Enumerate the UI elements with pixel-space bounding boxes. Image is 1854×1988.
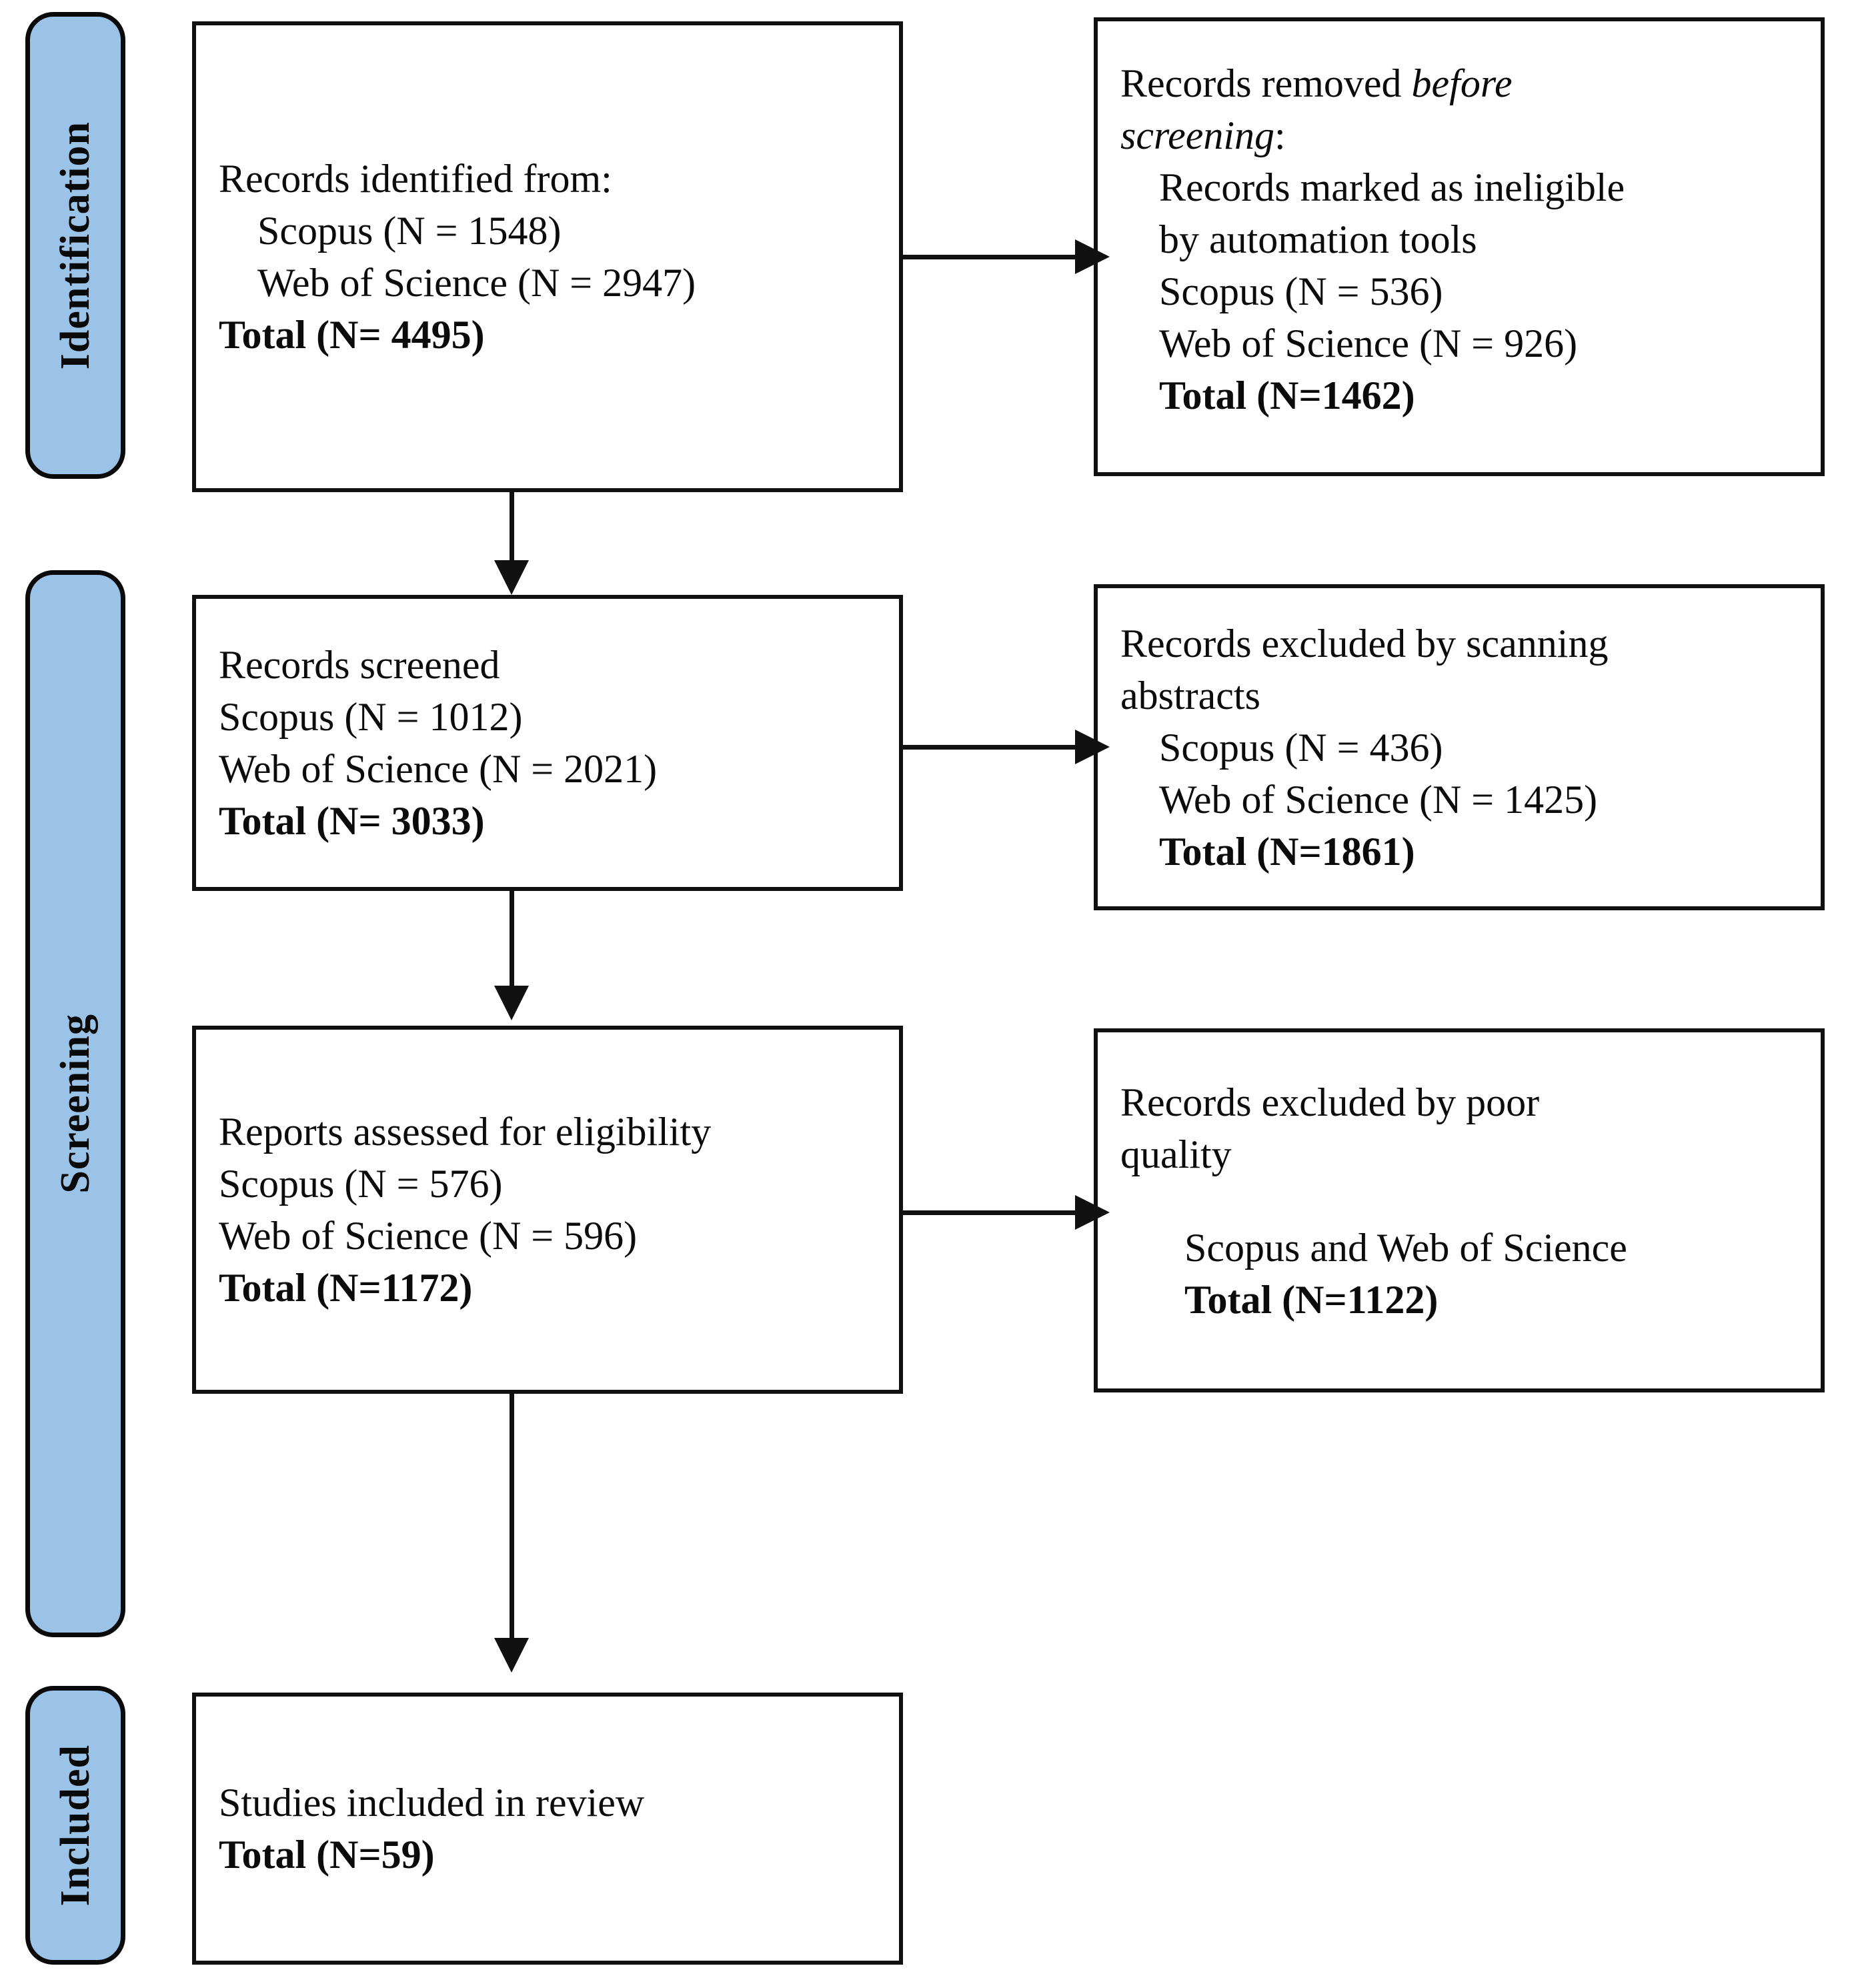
line-excluded-quality-total: Total (N=1122) xyxy=(1184,1278,1439,1322)
line-excluded-quality-heading: Records excluded by poor xyxy=(1120,1080,1540,1124)
box-reports-assessed: Reports assessed for eligibility Scopus … xyxy=(192,1026,903,1394)
arrowhead-screened-to-excluded-abstracts xyxy=(1075,730,1110,764)
box-studies-included-text: Studies included in review Total (N=59) xyxy=(219,1777,887,1881)
line-records-identified-scopus: Scopus (N = 1548) xyxy=(257,209,562,253)
line-records-removed-automation: by automation tools xyxy=(1159,217,1477,261)
box-studies-included: Studies included in review Total (N=59) xyxy=(192,1693,903,1965)
box-records-identified: Records identified from: Scopus (N = 154… xyxy=(192,21,903,492)
connector-screened-to-assessed xyxy=(510,891,514,991)
box-records-excluded-abstracts: Records excluded by scanning abstracts S… xyxy=(1094,584,1825,910)
connector-identified-to-removed xyxy=(900,255,1077,259)
line-excluded-quality-sources: Scopus and Web of Science xyxy=(1184,1226,1627,1270)
line-studies-included-heading: Studies included in review xyxy=(219,1781,645,1825)
line-excluded-quality-subheading: quality xyxy=(1120,1132,1232,1176)
box-records-screened-text: Records screened Scopus (N = 1012) Web o… xyxy=(219,639,887,847)
stage-pill-included-label: Included xyxy=(53,1744,98,1907)
line-studies-included-total: Total (N=59) xyxy=(219,1833,435,1877)
line-records-removed-scopus: Scopus (N = 536) xyxy=(1159,269,1443,313)
arrowhead-identified-to-screened xyxy=(494,560,529,595)
arrowhead-assessed-to-excluded-quality xyxy=(1075,1195,1110,1230)
line-records-screened-heading: Records screened xyxy=(219,643,500,687)
line-records-removed-heading-a-text: Records removed xyxy=(1120,61,1412,105)
line-reports-assessed-heading: Reports assessed for eligibility xyxy=(219,1110,712,1154)
line-records-removed-heading-b: screening: xyxy=(1120,109,1809,161)
box-records-identified-text: Records identified from: Scopus (N = 154… xyxy=(219,153,887,361)
connector-assessed-to-excluded-quality xyxy=(900,1210,1077,1215)
line-records-identified-wos: Web of Science (N = 2947) xyxy=(257,261,696,305)
line-excluded-abstracts-total: Total (N=1861) xyxy=(1159,829,1415,874)
box-records-excluded-quality-text: Records excluded by poor quality Scopus … xyxy=(1120,1076,1809,1326)
line-records-removed-heading-b-colon: : xyxy=(1274,113,1286,157)
line-records-removed-total: Total (N=1462) xyxy=(1159,373,1415,417)
line-reports-assessed-wos: Web of Science (N = 596) xyxy=(219,1214,638,1258)
line-records-removed-heading-a: Records removed before xyxy=(1120,57,1809,109)
box-reports-assessed-text: Reports assessed for eligibility Scopus … xyxy=(219,1106,887,1314)
line-excluded-abstracts-scopus: Scopus (N = 436) xyxy=(1159,725,1443,770)
box-records-excluded-abstracts-text: Records excluded by scanning abstracts S… xyxy=(1120,618,1809,878)
stage-pill-screening: Screening xyxy=(25,570,125,1637)
line-records-removed-wos: Web of Science (N = 926) xyxy=(1159,321,1578,365)
line-reports-assessed-total: Total (N=1172) xyxy=(219,1266,473,1310)
line-records-identified-total: Total (N= 4495) xyxy=(219,313,485,357)
line-records-removed-ineligible: Records marked as ineligible xyxy=(1159,165,1625,209)
stage-pill-identification-label: Identification xyxy=(53,121,98,370)
box-records-screened: Records screened Scopus (N = 1012) Web o… xyxy=(192,595,903,891)
arrowhead-assessed-to-included xyxy=(494,1638,529,1673)
stage-pill-screening-label: Screening xyxy=(53,1014,98,1194)
box-records-removed: Records removed before screening: Record… xyxy=(1094,17,1825,476)
line-records-removed-heading-a-italic: before xyxy=(1411,61,1513,105)
line-records-removed-heading-b-italic: screening xyxy=(1120,113,1275,157)
stage-pill-included: Included xyxy=(25,1686,125,1965)
line-reports-assessed-scopus: Scopus (N = 576) xyxy=(219,1162,503,1206)
stage-pill-identification: Identification xyxy=(25,12,125,479)
box-records-removed-text: Records removed before screening: Record… xyxy=(1120,57,1809,421)
box-records-excluded-quality: Records excluded by poor quality Scopus … xyxy=(1094,1028,1825,1392)
connector-assessed-to-included xyxy=(510,1394,514,1644)
line-records-screened-total: Total (N= 3033) xyxy=(219,799,485,843)
line-records-screened-wos: Web of Science (N = 2021) xyxy=(219,747,658,791)
line-records-screened-scopus: Scopus (N = 1012) xyxy=(219,695,523,739)
line-excluded-abstracts-heading: Records excluded by scanning xyxy=(1120,621,1609,666)
connector-screened-to-excluded-abstracts xyxy=(900,745,1077,750)
line-excluded-abstracts-wos: Web of Science (N = 1425) xyxy=(1159,777,1598,822)
connector-identified-to-screened xyxy=(510,492,514,566)
arrowhead-identified-to-removed xyxy=(1075,239,1110,274)
line-excluded-quality-spacer xyxy=(1120,1180,1809,1222)
line-excluded-abstracts-subheading: abstracts xyxy=(1120,673,1260,718)
line-records-identified-heading: Records identified from: xyxy=(219,157,612,201)
arrowhead-screened-to-assessed xyxy=(494,986,529,1020)
